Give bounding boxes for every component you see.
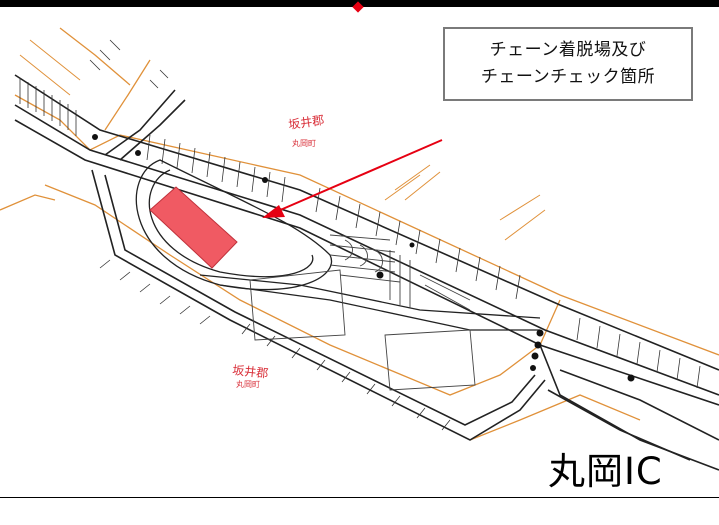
chain-area-highlight [149, 186, 238, 269]
chain-area-callout: チェーン着脱場及び チェーンチェック箇所 [443, 27, 693, 101]
leader-arrow [262, 139, 443, 218]
road-edges [14, 74, 719, 471]
town-label-lower: 丸岡町 [236, 379, 260, 389]
town-label-upper: 丸岡町 [292, 138, 316, 148]
district-label-lower: 坂井郡 [232, 363, 269, 381]
crossing-roads [19, 39, 546, 241]
bottom-rule [0, 497, 719, 498]
callout-line-2: チェーンチェック箇所 [480, 67, 656, 87]
district-label-upper: 坂井郡 [287, 113, 325, 132]
junction-nodes [92, 134, 635, 382]
interchange-name-label: 丸岡IC [548, 450, 663, 493]
callout-line-1: チェーン着脱場及び [489, 40, 647, 60]
district-labels: 坂井郡 丸岡町 坂井郡 丸岡町 [232, 113, 325, 389]
plaza-lanes [249, 234, 476, 391]
embankment-hatching [19, 39, 701, 431]
